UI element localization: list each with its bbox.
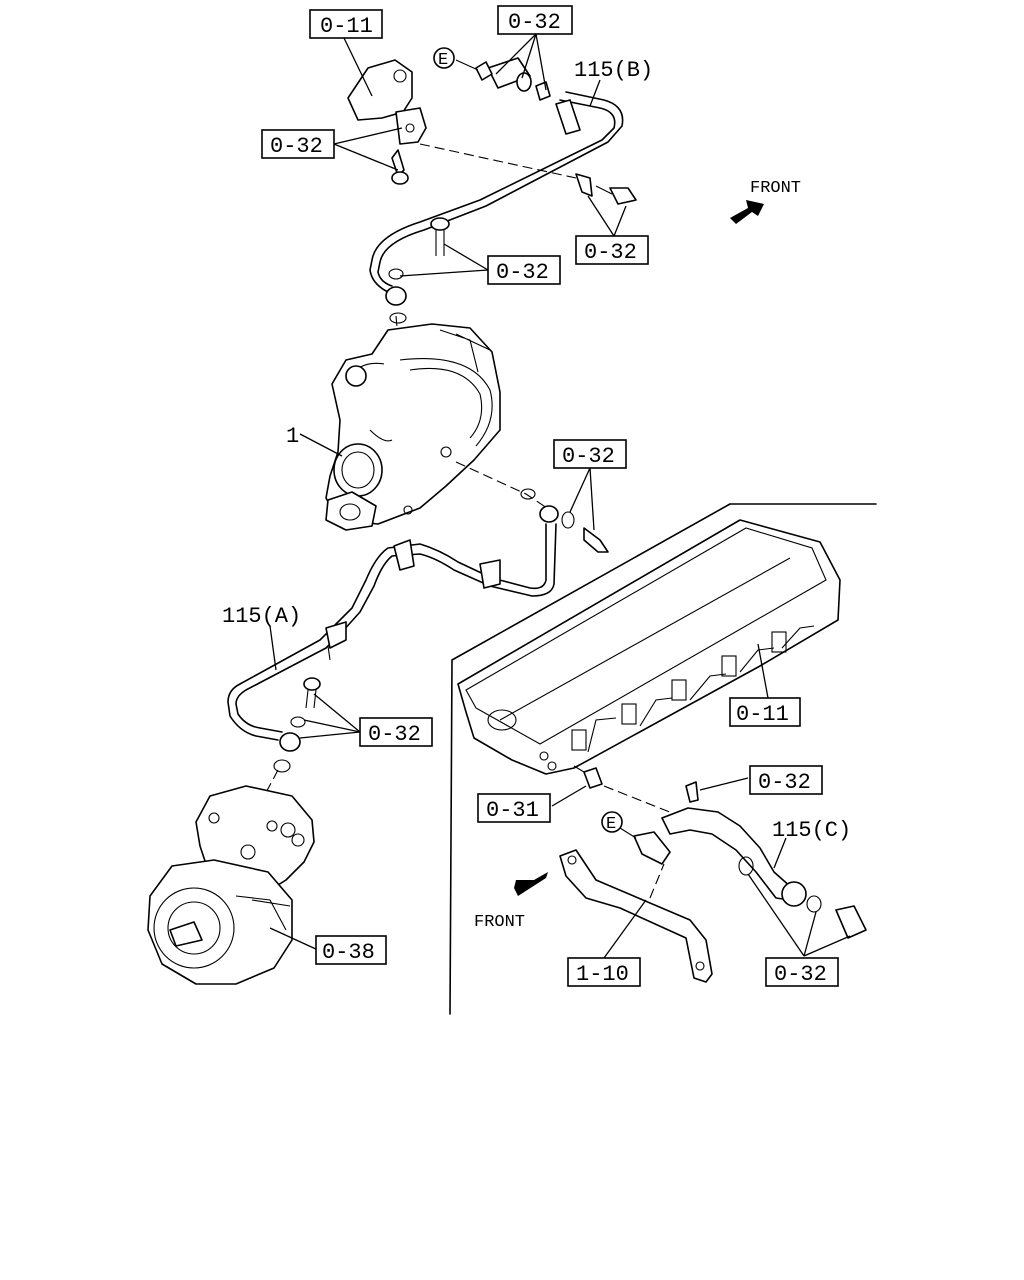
svg-text:0-11: 0-11 — [320, 14, 373, 39]
svg-text:0-32: 0-32 — [368, 722, 421, 747]
cylinder-head — [457, 519, 841, 775]
bolt-bracket — [391, 149, 409, 185]
label-032-bolt-right: 0-32 — [575, 235, 649, 265]
svg-text:0-32: 0-32 — [508, 10, 561, 35]
e-top-text: E — [438, 51, 448, 70]
bracket-top — [347, 59, 427, 145]
label-032-lower: 0-32 — [359, 717, 433, 747]
fitting-031 — [573, 765, 603, 789]
hose-top — [455, 57, 551, 101]
label-110: 1-10 — [567, 957, 641, 987]
air-compressor — [147, 785, 315, 985]
svg-text:0-32: 0-32 — [270, 134, 323, 159]
label-115c: 115(C) — [772, 818, 851, 843]
front-label-bottom: FRONT — [474, 913, 525, 932]
svg-text:0-32: 0-32 — [758, 770, 811, 795]
bolt-mid — [388, 217, 450, 280]
label-1: 1 — [286, 424, 299, 449]
front-arrow-bottom — [514, 872, 548, 896]
svg-text:1: 1 — [286, 424, 299, 449]
pipe-115a — [227, 505, 559, 752]
pipe-115b — [369, 91, 624, 306]
svg-text:0-38: 0-38 — [322, 940, 375, 965]
label-011-head: 0-11 — [729, 697, 801, 727]
svg-text:1-10: 1-10 — [576, 962, 629, 987]
label-011-top: 0-11 — [309, 9, 383, 39]
bracket-110 — [559, 849, 713, 983]
svg-text:0-32: 0-32 — [584, 240, 637, 265]
label-032-head: 0-32 — [749, 765, 823, 795]
label-032-top: 0-32 — [497, 5, 573, 35]
front-label-top: FRONT — [750, 179, 801, 198]
svg-text:115(C): 115(C) — [772, 818, 851, 843]
label-032-turbo: 0-32 — [553, 439, 627, 469]
pipe-115c — [633, 807, 867, 939]
front-arrow-top — [730, 200, 764, 224]
pipe-115b-bracket — [575, 173, 637, 205]
label-115a: 115(A) — [222, 604, 301, 629]
label-038: 0-38 — [315, 935, 387, 965]
turbocharger — [325, 323, 501, 531]
e-marker-lower: E — [601, 811, 637, 839]
svg-text:0-11: 0-11 — [736, 702, 789, 727]
bolt-head — [685, 781, 699, 803]
svg-text:115(B): 115(B) — [574, 58, 653, 83]
label-032-bracket: 0-32 — [261, 129, 335, 159]
svg-text:0-32: 0-32 — [562, 444, 615, 469]
clamps-turbo-side — [520, 488, 609, 553]
label-031: 0-31 — [477, 793, 551, 823]
svg-text:0-31: 0-31 — [486, 798, 539, 823]
label-115b: 115(B) — [574, 58, 653, 83]
svg-text:115(A): 115(A) — [222, 604, 301, 629]
bolt-lower — [273, 677, 321, 773]
svg-text:0-32: 0-32 — [774, 962, 827, 987]
label-032-bottom: 0-32 — [765, 957, 839, 987]
washer-mid — [389, 312, 407, 324]
svg-text:0-32: 0-32 — [496, 260, 549, 285]
e-marker-top: E — [433, 47, 455, 70]
e-lower-text: E — [606, 815, 616, 834]
label-032-bolt-mid: 0-32 — [487, 255, 561, 285]
